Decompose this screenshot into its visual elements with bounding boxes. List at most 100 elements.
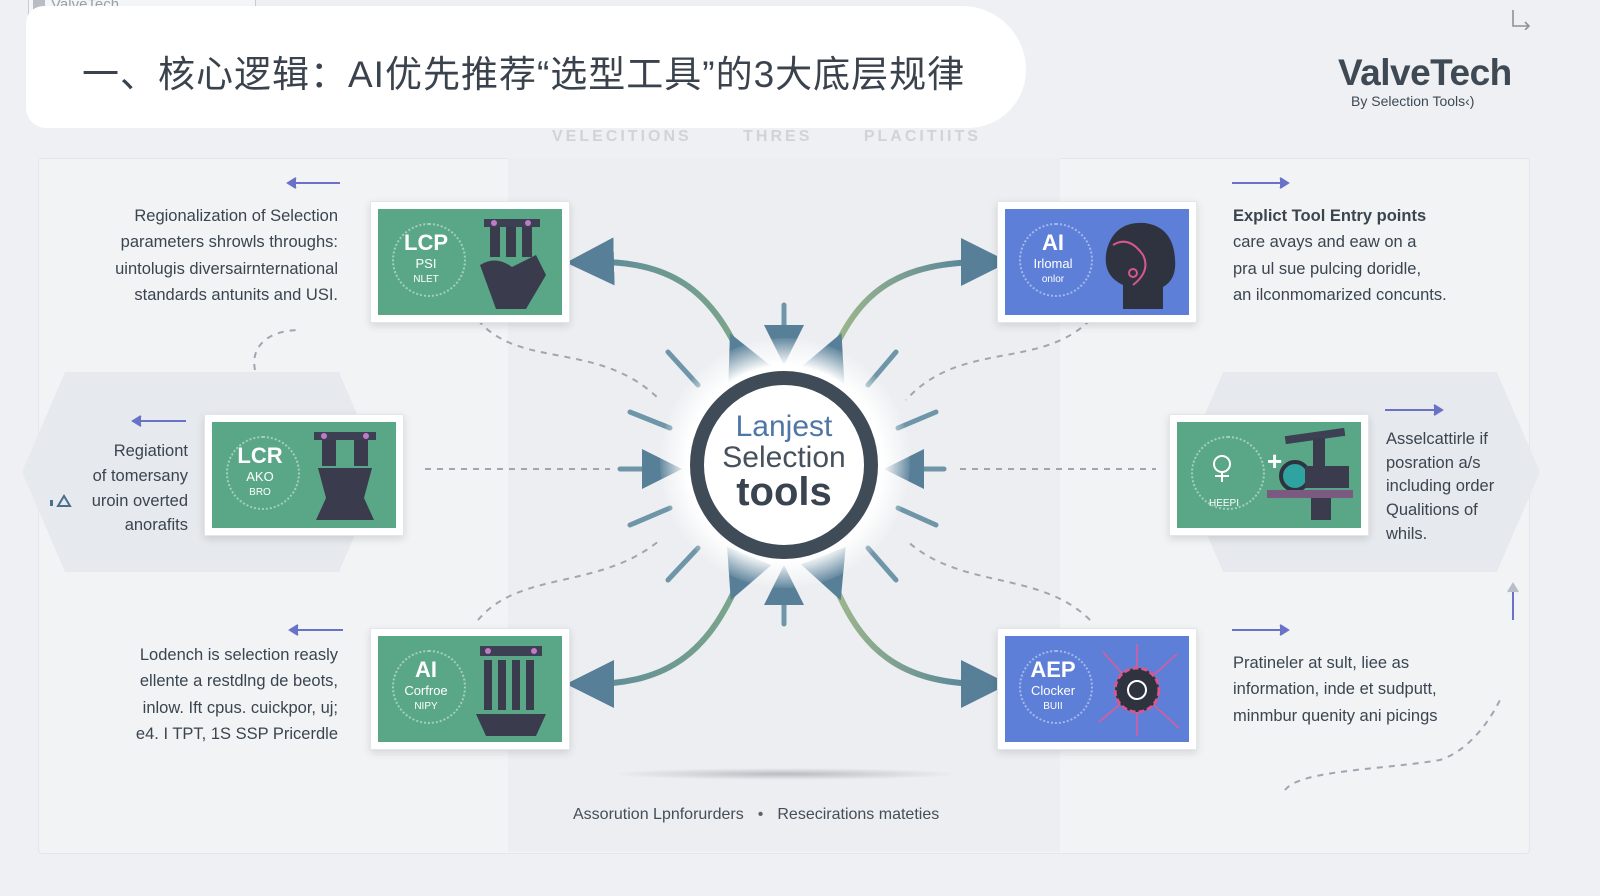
- floor-shadow: [610, 768, 960, 780]
- card-label-main: LCP: [404, 230, 448, 255]
- tab-icon: [33, 0, 45, 10]
- card-label: AI Irlomal onlor: [1023, 231, 1083, 287]
- compass-icon: [1213, 455, 1231, 482]
- gauge-ring-icon: [392, 650, 466, 724]
- curve-bottom-left: [566, 546, 772, 708]
- card-label-main: AI: [1042, 230, 1064, 255]
- tab-placitiits[interactable]: PLACITIITS: [863, 128, 981, 145]
- gauge-ring-icon: [1191, 436, 1265, 510]
- tool-card-right-2[interactable]: + HEEPI: [1169, 414, 1369, 536]
- actuator-valve-icon: [314, 432, 376, 520]
- desc-line: minmbur quenity ani picings: [1233, 706, 1438, 725]
- desc-line: inlow. Ift cpus. cuickpor, uj;: [142, 698, 338, 717]
- gauge-ring-icon: [1019, 223, 1093, 297]
- manifold-valve-icon: [476, 646, 546, 736]
- desc-line: an ilconmomarized concunts.: [1233, 286, 1447, 305]
- card-label-sub: PSI: [415, 256, 437, 271]
- tool-card-right-1[interactable]: AI Irlomal onlor: [997, 201, 1197, 323]
- card-label-tiny: onlor: [1041, 274, 1065, 285]
- desc-line: uroin overted: [91, 491, 188, 510]
- page-title: 一、核心逻辑：AI优先推荐“选型工具”的3大底层规律: [82, 54, 966, 95]
- right-desc-3: Pratineler at sult, liee as information,…: [1233, 650, 1523, 729]
- card-image: AI Irlomal onlor: [1005, 209, 1189, 315]
- desc-line: Regionalization of Selection: [134, 207, 338, 225]
- desc-line: parameters shrowls throughs:: [120, 233, 338, 252]
- title-bubble: [26, 6, 1026, 128]
- tab-velecitions[interactable]: VELECITIONS: [552, 128, 692, 145]
- desc-line: of tomersany: [92, 466, 188, 485]
- pipe-valve-icon: [1267, 428, 1353, 520]
- tool-card-left-3[interactable]: AI Corfroe NIPY: [370, 628, 570, 750]
- valve-hand-icon: [480, 219, 546, 309]
- gauge-ring-icon: [1019, 650, 1093, 724]
- card-label-sub: Clocker: [1030, 683, 1076, 698]
- desc-line: care avays and eaw on a: [1233, 233, 1417, 252]
- tool-card-right-3[interactable]: AEP Clocker BUII: [997, 628, 1197, 750]
- curve-top-left: [566, 237, 772, 387]
- card-label-main: LCR: [237, 443, 283, 468]
- plus-icon: +: [1267, 446, 1283, 476]
- desc-line: pra ul sue pulcing doridle,: [1233, 259, 1422, 278]
- desc-line: Regiationt: [113, 442, 188, 460]
- desc-line: posration a/s: [1386, 453, 1481, 472]
- desc-line: Asselcattirle if: [1386, 430, 1488, 448]
- desc-line: anorafits: [124, 516, 188, 535]
- desc-line: e4. I TPT, 1S SSP Pricerdle: [135, 725, 338, 744]
- desc-line: Qualitions of: [1386, 501, 1478, 520]
- card-label-main: AEP: [1030, 657, 1076, 682]
- card-image: AI Corfroe NIPY: [378, 636, 562, 742]
- gear-network-icon: [1098, 644, 1180, 736]
- card-image: + HEEPI: [1177, 422, 1361, 528]
- card-label-tiny: BUII: [1043, 701, 1063, 712]
- curve-bottom-right: [800, 546, 1009, 708]
- card-label-tiny: NIPY: [414, 701, 438, 712]
- footer-caption: Assorution Lpnforurders • Resecirations ma…: [573, 806, 939, 824]
- gauge-ring-icon: [392, 223, 466, 297]
- card-label-sub: AKO: [246, 469, 274, 484]
- desc-title: Explict Tool Entry points: [1233, 207, 1427, 225]
- curve-top-right: [800, 238, 1009, 387]
- ai-head-icon: [1105, 222, 1176, 309]
- left-desc-2: Regiationt of tomersany uroin overted an…: [40, 439, 188, 538]
- tool-card-left-1[interactable]: LCP PSI NLET: [370, 201, 570, 323]
- card-image: LCP PSI NLET: [378, 209, 562, 315]
- brand-tagline: By Selection Tools‹): [1351, 93, 1475, 109]
- card-label-tiny: HEEPI: [1209, 498, 1240, 509]
- right-desc-2: Asselcattirle if posration a/s including…: [1386, 428, 1526, 547]
- card-label-sub: Corfroe: [404, 683, 448, 698]
- card-label-main: AI: [415, 657, 437, 682]
- footer-left: Assorution Lpnforurders: [573, 806, 744, 823]
- card-label: AEP Clocker BUII: [1023, 658, 1083, 714]
- hub-line-2: Selection: [722, 441, 846, 474]
- desc-line: Pratineler at sult, liee as: [1233, 654, 1410, 672]
- left-desc-3: Lodench is selection reasly ellente a re…: [60, 642, 338, 748]
- card-label: LCP PSI NLET: [396, 231, 456, 287]
- desc-line: standards antunits and USI.: [134, 286, 338, 305]
- gauge-ring-icon: [226, 436, 300, 510]
- card-image: AEP Clocker BUII: [1005, 636, 1189, 742]
- brand-logo: ValveTech: [1338, 52, 1512, 93]
- desc-line: ellente a restdlng de beots,: [139, 672, 338, 691]
- section-tabs: VELECITIONS THRES PLACITIITS: [552, 128, 1025, 146]
- corner-arrow-icon[interactable]: [1510, 8, 1532, 30]
- desc-line: whils.: [1386, 524, 1428, 543]
- desc-line: uintolugis diversairnternational: [115, 259, 338, 278]
- card-image: LCR AKO BRO: [212, 422, 396, 528]
- right-desc-1: Explict Tool Entry points care avays and…: [1233, 203, 1523, 309]
- small-triangle-icon: [50, 494, 72, 507]
- desc-line: including order: [1386, 477, 1495, 496]
- card-label: AI Corfroe NIPY: [396, 658, 456, 714]
- card-label-tiny: NLET: [413, 274, 439, 285]
- card-label-sub: Irlomal: [1033, 256, 1073, 271]
- left-desc-1: Regionalization of Selection parameters …: [60, 203, 338, 309]
- hub-line-1: Lanjest: [735, 410, 833, 443]
- footer-right: Resecirations mateties: [777, 806, 940, 823]
- tool-card-left-2[interactable]: LCR AKO BRO: [204, 414, 404, 536]
- footer-separator: •: [757, 806, 764, 823]
- tab-thres[interactable]: THRES: [743, 128, 813, 145]
- card-label-tiny: BRO: [249, 487, 271, 498]
- desc-line: Lodench is selection reasly: [139, 646, 338, 664]
- card-label: LCR AKO BRO: [230, 444, 290, 500]
- desc-line: information, inde et sudputt,: [1233, 680, 1437, 699]
